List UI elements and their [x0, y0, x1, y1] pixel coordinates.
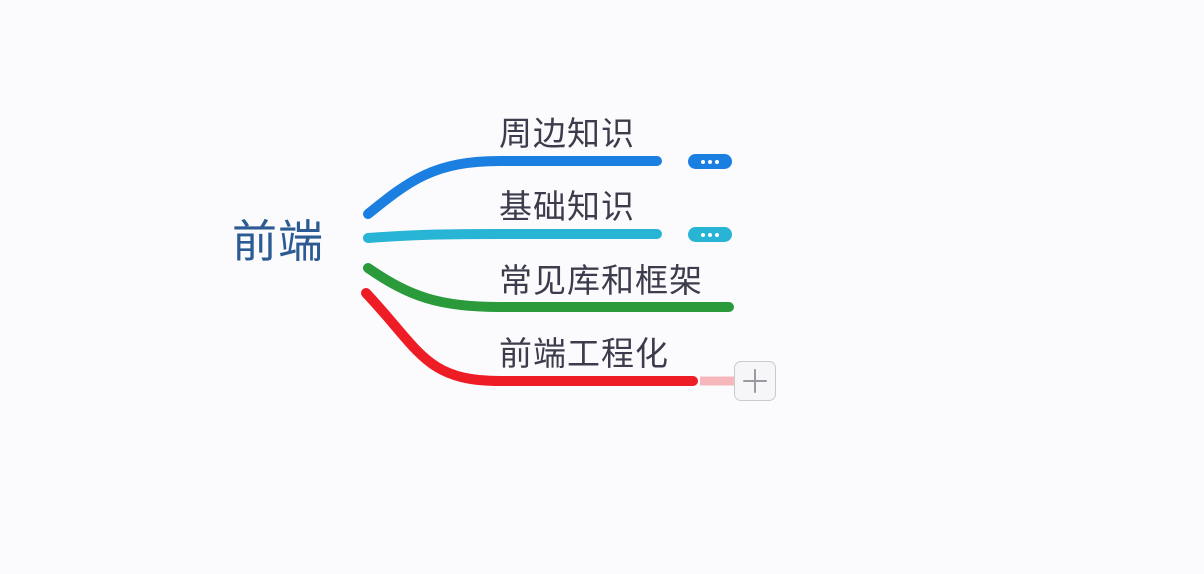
plus-icon	[743, 369, 767, 393]
dot-icon	[715, 159, 719, 164]
branch-connector-3	[361, 288, 698, 386]
dot-icon	[701, 232, 705, 237]
branch-connector-0	[363, 156, 662, 219]
expand-collapsed-icon[interactable]	[688, 227, 732, 242]
dot-icon	[715, 232, 719, 237]
dot-icon	[708, 232, 712, 237]
branch-node-0[interactable]: 周边知识	[499, 114, 635, 153]
branch-node-2[interactable]: 常见库和框架	[499, 261, 703, 300]
dot-icon	[701, 159, 705, 164]
branch-node-1[interactable]: 基础知识	[499, 187, 635, 226]
expand-collapsed-icon[interactable]	[688, 154, 732, 169]
branch-node-3[interactable]: 前端工程化	[499, 334, 669, 373]
branch-connector-2	[363, 263, 734, 312]
branch-connector-1	[363, 229, 662, 243]
root-node[interactable]: 前端	[232, 215, 325, 268]
add-node-button[interactable]	[734, 361, 776, 401]
dot-icon	[708, 159, 712, 164]
